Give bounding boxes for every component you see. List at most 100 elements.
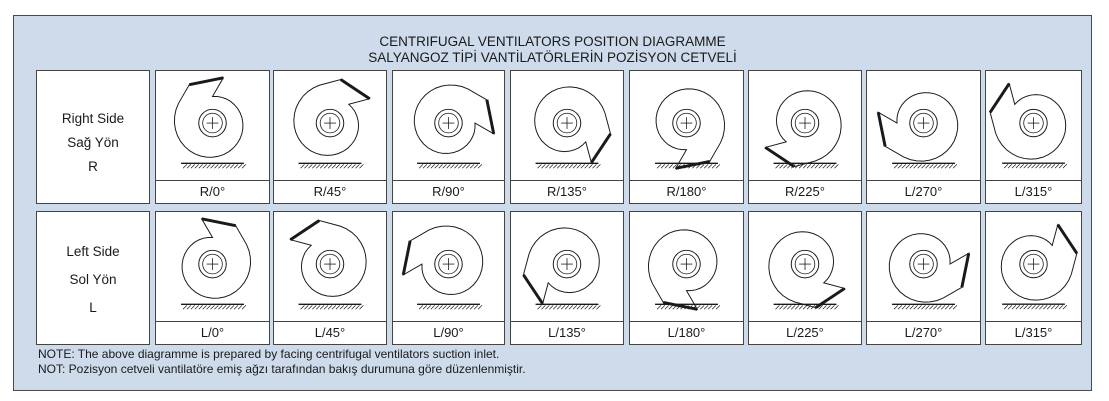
floor-hatch <box>668 164 673 169</box>
floor-hatch <box>556 305 562 310</box>
floor-hatch <box>925 305 930 310</box>
floor-hatch <box>715 305 721 310</box>
note-turkish: NOT: Pozisyon cetveli vantilatöre emiş a… <box>38 362 526 376</box>
floor-hatch <box>323 164 329 169</box>
floor-hatch <box>218 305 223 310</box>
floor-hatch <box>672 164 677 169</box>
floor-hatch <box>1062 163 1068 169</box>
position-label: L/270° <box>867 321 980 344</box>
inlet-ring <box>319 253 341 275</box>
floor-hatch <box>700 305 705 310</box>
floor-hatch <box>775 305 780 310</box>
floor-hatch <box>711 164 717 169</box>
floor-hatch <box>1011 304 1017 310</box>
floor-hatch <box>568 305 574 310</box>
floor-hatch <box>913 164 918 169</box>
outlet-flange <box>590 132 612 164</box>
position-label: R/225° <box>749 180 861 203</box>
floor-hatch <box>676 305 681 310</box>
floor-hatch <box>948 164 954 169</box>
floor-hatch <box>952 305 958 310</box>
floor-hatch <box>1015 163 1021 169</box>
title-english: CENTRIFUGAL VENTILATORS POSITION DIAGRAM… <box>379 34 726 49</box>
floor-hatch <box>798 164 804 169</box>
row-header-left: Left Side Sol Yön L <box>36 211 150 345</box>
floor-hatch <box>541 305 546 310</box>
floor-hatch <box>707 305 713 310</box>
floor-hatch <box>469 305 475 310</box>
floor-hatch <box>692 164 697 169</box>
floor-hatch <box>202 305 207 310</box>
floor-hatch <box>218 164 223 169</box>
floor-hatch <box>576 305 581 310</box>
inlet-ring <box>319 112 341 134</box>
outlet-flange <box>401 240 412 276</box>
floor-hatch <box>684 305 689 310</box>
floor-hatch <box>937 305 942 310</box>
floor-hatch <box>202 164 207 169</box>
floor-hatch <box>462 305 467 310</box>
floor-hatch <box>588 305 593 310</box>
floor-hatch <box>469 164 475 169</box>
floor-hatch <box>1043 304 1048 310</box>
floor-hatch <box>564 164 570 169</box>
floor-hatch <box>933 305 938 310</box>
floor-hatch <box>917 164 922 169</box>
floor-hatch <box>182 164 188 169</box>
position-cell: R/225° <box>748 70 862 204</box>
floor-hatch <box>233 164 239 169</box>
floor-hatch <box>198 164 203 169</box>
floor-hatch <box>450 305 455 310</box>
notes: NOTE: The above diagramme is prepared by… <box>38 347 526 377</box>
floor-hatch <box>553 305 558 310</box>
floor-hatch <box>703 164 709 169</box>
floor-hatch <box>351 305 356 310</box>
inlet-ring <box>556 112 578 134</box>
floor-hatch <box>696 164 701 169</box>
position-label: L/270° <box>867 180 980 203</box>
floor-hatch <box>237 164 243 169</box>
floor-hatch <box>308 164 313 169</box>
floor-hatch <box>1019 163 1024 169</box>
outlet-flange <box>485 99 496 135</box>
floor-hatch <box>676 164 681 169</box>
floor-hatch <box>1023 304 1028 310</box>
floor-hatch <box>834 164 839 169</box>
floor-hatch <box>1027 163 1032 169</box>
floor-hatch <box>905 305 910 310</box>
floor-hatch <box>331 305 337 310</box>
floor-hatch <box>233 305 239 310</box>
floor-hatch <box>351 164 356 169</box>
floor-hatch <box>1046 304 1052 310</box>
floor-hatch <box>925 164 930 169</box>
position-cell: L/270° <box>866 70 981 204</box>
inlet-ring <box>202 253 223 275</box>
floor-hatch <box>1062 304 1068 310</box>
floor-hatch <box>473 164 479 169</box>
floor-hatch <box>818 164 823 169</box>
floor-hatch <box>692 305 697 310</box>
position-label: R/90° <box>393 180 504 203</box>
floor-hatch <box>576 164 581 169</box>
floor-hatch <box>948 305 954 310</box>
floor-hatch <box>568 164 574 169</box>
floor-hatch <box>791 305 796 310</box>
floor-hatch <box>830 305 835 310</box>
floor-hatch <box>186 305 192 310</box>
floor-hatch <box>696 305 701 310</box>
floor-hatch <box>426 305 432 310</box>
position-cell: L/270° <box>866 211 981 345</box>
floor-hatch <box>541 164 546 169</box>
floor-hatch <box>779 164 784 169</box>
inlet-ring <box>913 253 934 275</box>
floor-hatch <box>442 305 447 310</box>
position-cell: L/315° <box>985 70 1082 204</box>
floor-hatch <box>323 305 329 310</box>
row-header-line: R <box>88 159 98 174</box>
outlet-flange <box>188 76 224 87</box>
floor-hatch <box>802 164 808 169</box>
inlet-ring <box>676 112 697 134</box>
floor-hatch <box>198 305 203 310</box>
floor-hatch <box>672 305 677 310</box>
floor-hatch <box>190 164 196 169</box>
